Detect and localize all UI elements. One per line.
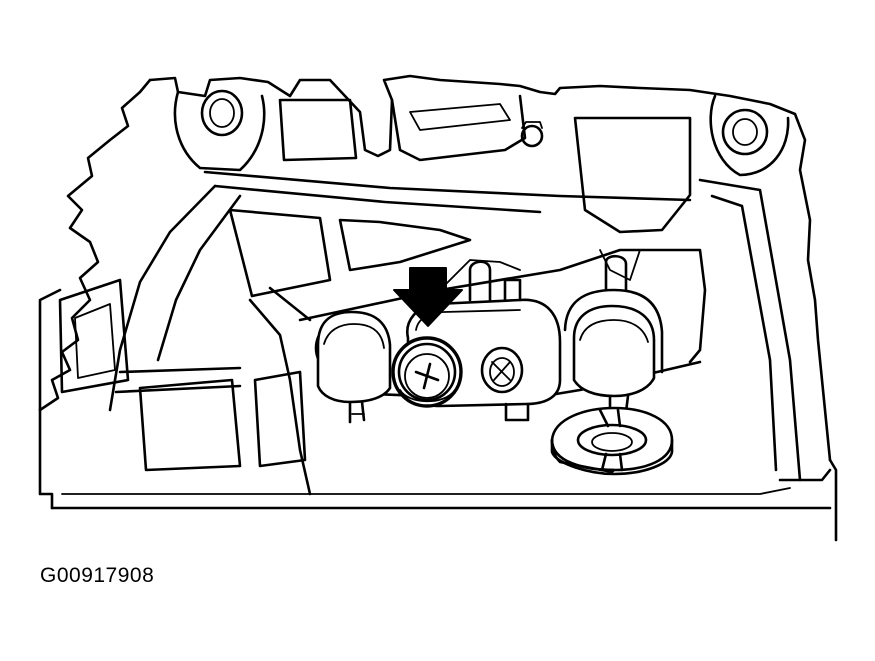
down-arrow-icon: [393, 267, 463, 327]
figure-code: G00917908: [40, 564, 155, 587]
central-webs: [58, 170, 692, 496]
case-housing: [38, 74, 838, 542]
left-plug: [314, 310, 392, 424]
right-plug: [563, 254, 664, 414]
phillips-screw-icon: [391, 336, 463, 408]
seal-washer: [550, 406, 674, 476]
upper-ribs: [173, 89, 802, 482]
